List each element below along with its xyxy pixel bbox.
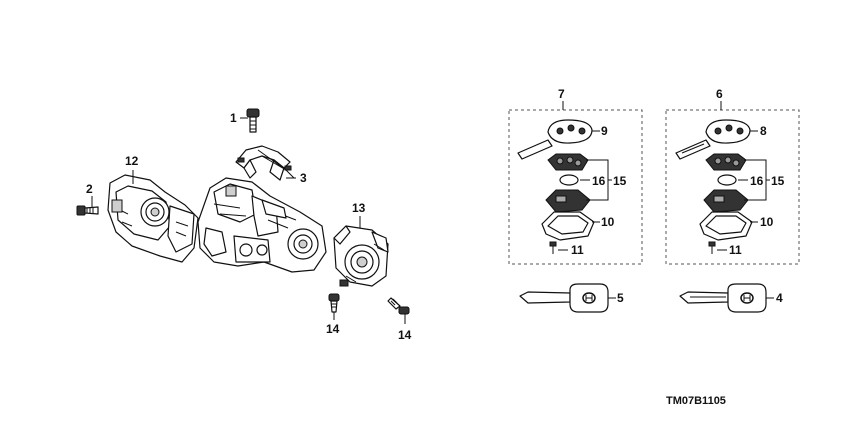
callout-13: 13	[352, 201, 366, 215]
callout-5: 5	[617, 291, 624, 305]
part-1-bolt	[246, 108, 260, 133]
callout-7: 7	[558, 87, 565, 101]
callout-11-b: 11	[729, 243, 742, 257]
part-13-ignition-switch	[333, 225, 389, 287]
part-14-screw-a	[328, 293, 340, 313]
part-10-case-a	[541, 211, 595, 241]
part-9-remote-key	[517, 119, 593, 160]
callout-11-a: 11	[571, 243, 584, 257]
part-5-key	[519, 283, 609, 313]
callout-16-a: 16	[592, 174, 606, 188]
callout-6: 6	[716, 87, 723, 101]
part-11-screw-b	[708, 241, 716, 254]
part-4-key	[679, 283, 767, 313]
callout-14-a: 14	[326, 322, 340, 336]
callout-14-b: 14	[398, 328, 412, 342]
callout-8: 8	[760, 124, 767, 138]
kit-7-internals	[545, 153, 591, 213]
callout-15-a: 15	[613, 174, 627, 188]
part-11-screw-a	[549, 241, 557, 254]
part-8-remote-key	[675, 119, 751, 160]
part-12-lock-housing	[107, 174, 199, 263]
part-3-clamp	[235, 145, 292, 181]
part-14-screw-b	[387, 297, 410, 315]
part-10-case-b	[699, 211, 753, 241]
callout-15-b: 15	[771, 174, 785, 188]
callout-16-b: 16	[750, 174, 764, 188]
kit-7-frame	[508, 109, 643, 265]
callout-2: 2	[86, 182, 93, 196]
kit-6-internals	[703, 153, 749, 213]
callout-3: 3	[300, 171, 307, 185]
diagram-code: TM07B1105	[666, 395, 726, 407]
callout-1: 1	[230, 111, 237, 125]
callout-4: 4	[776, 291, 783, 305]
callout-12: 12	[125, 154, 139, 168]
steering-column-lock-body	[197, 177, 327, 273]
callout-10-b: 10	[760, 215, 774, 229]
callout-10-a: 10	[601, 215, 615, 229]
callout-9: 9	[601, 124, 608, 138]
part-2-screw	[76, 205, 99, 216]
kit-6-frame	[665, 109, 800, 265]
